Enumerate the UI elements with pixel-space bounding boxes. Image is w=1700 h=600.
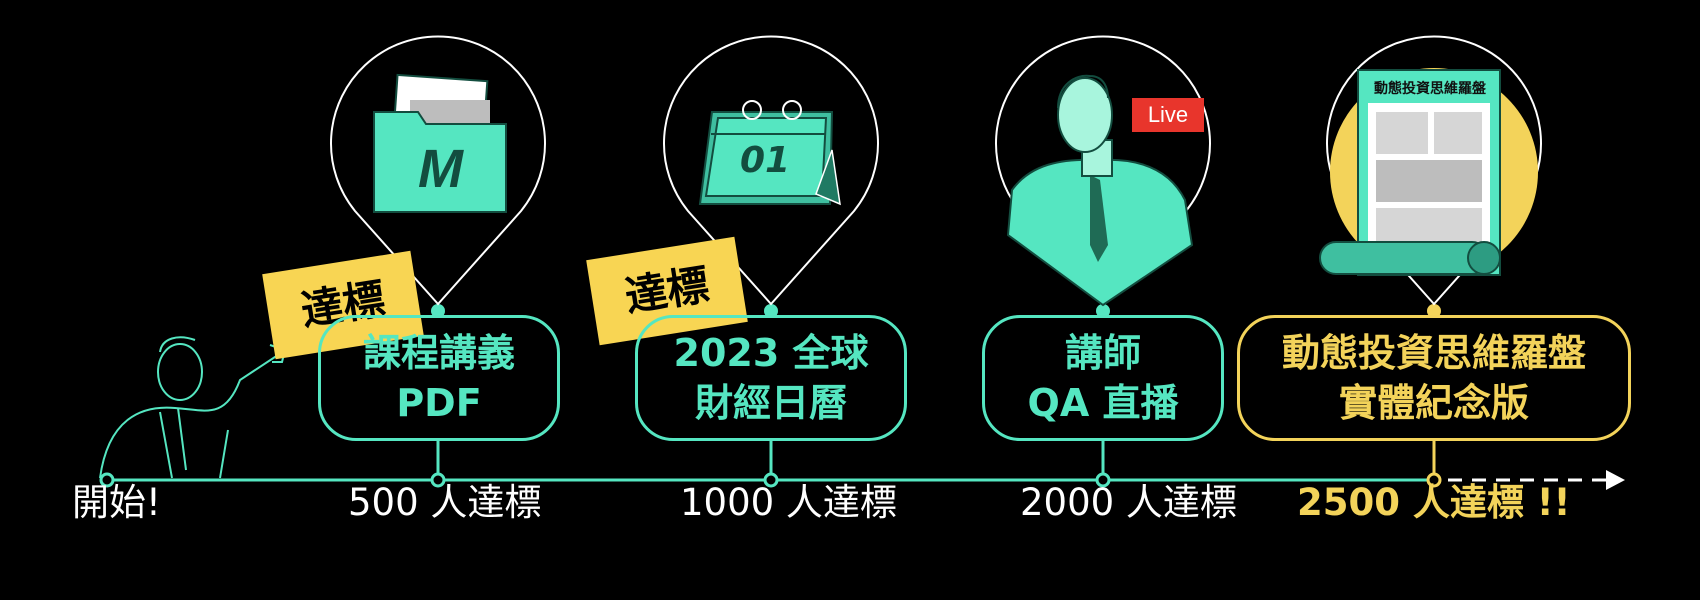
reward-pill-500: 課程講義 PDF bbox=[318, 315, 560, 441]
achieved-badge-text: 達標 bbox=[621, 259, 713, 322]
map-pin-outline bbox=[663, 35, 879, 306]
milestone-count-1000: 1000 人達標 bbox=[680, 481, 897, 524]
timeline-node-start bbox=[99, 472, 115, 488]
milestone-count-2000: 2000 人達標 bbox=[1020, 481, 1237, 524]
reward-title: 講師 bbox=[1064, 331, 1141, 375]
map-pin-outline bbox=[995, 35, 1211, 306]
pointing-man-illustration bbox=[99, 336, 287, 479]
calendar-icon bbox=[698, 100, 841, 206]
milestone-count-2500: 2500 人達標 !! bbox=[1297, 481, 1571, 524]
arrow-head-icon bbox=[1606, 470, 1625, 490]
start-label: 開始! bbox=[72, 481, 161, 524]
book-cover-title: 動態投資思維羅盤 bbox=[1374, 81, 1486, 97]
map-pin-outline bbox=[1326, 35, 1542, 306]
folder-letter: M bbox=[418, 139, 463, 199]
reward-subtitle: QA 直播 bbox=[1027, 381, 1179, 425]
reward-subtitle: PDF bbox=[396, 381, 482, 425]
reward-title: 課程講義 bbox=[362, 331, 515, 375]
presenter-illustration bbox=[1006, 74, 1194, 307]
reward-subtitle: 財經日曆 bbox=[694, 381, 847, 425]
reward-title: 2023 全球 bbox=[673, 331, 869, 375]
live-tag: Live bbox=[1132, 98, 1204, 132]
folder-icon bbox=[373, 73, 507, 213]
compass-book-illustration bbox=[1319, 68, 1538, 276]
reward-pill-2500: 動態投資思維羅盤 實體紀念版 bbox=[1237, 315, 1631, 441]
reward-pill-1000: 2023 全球 財經日曆 bbox=[635, 315, 907, 441]
reward-title: 動態投資思維羅盤 bbox=[1281, 331, 1586, 375]
milestone-count-500: 500 人達標 bbox=[348, 481, 542, 524]
reward-subtitle: 實體紀念版 bbox=[1338, 381, 1529, 425]
reward-pill-2000: 講師 QA 直播 bbox=[982, 315, 1224, 441]
map-pin-outline bbox=[330, 35, 546, 306]
calendar-number: 01 bbox=[740, 140, 791, 181]
